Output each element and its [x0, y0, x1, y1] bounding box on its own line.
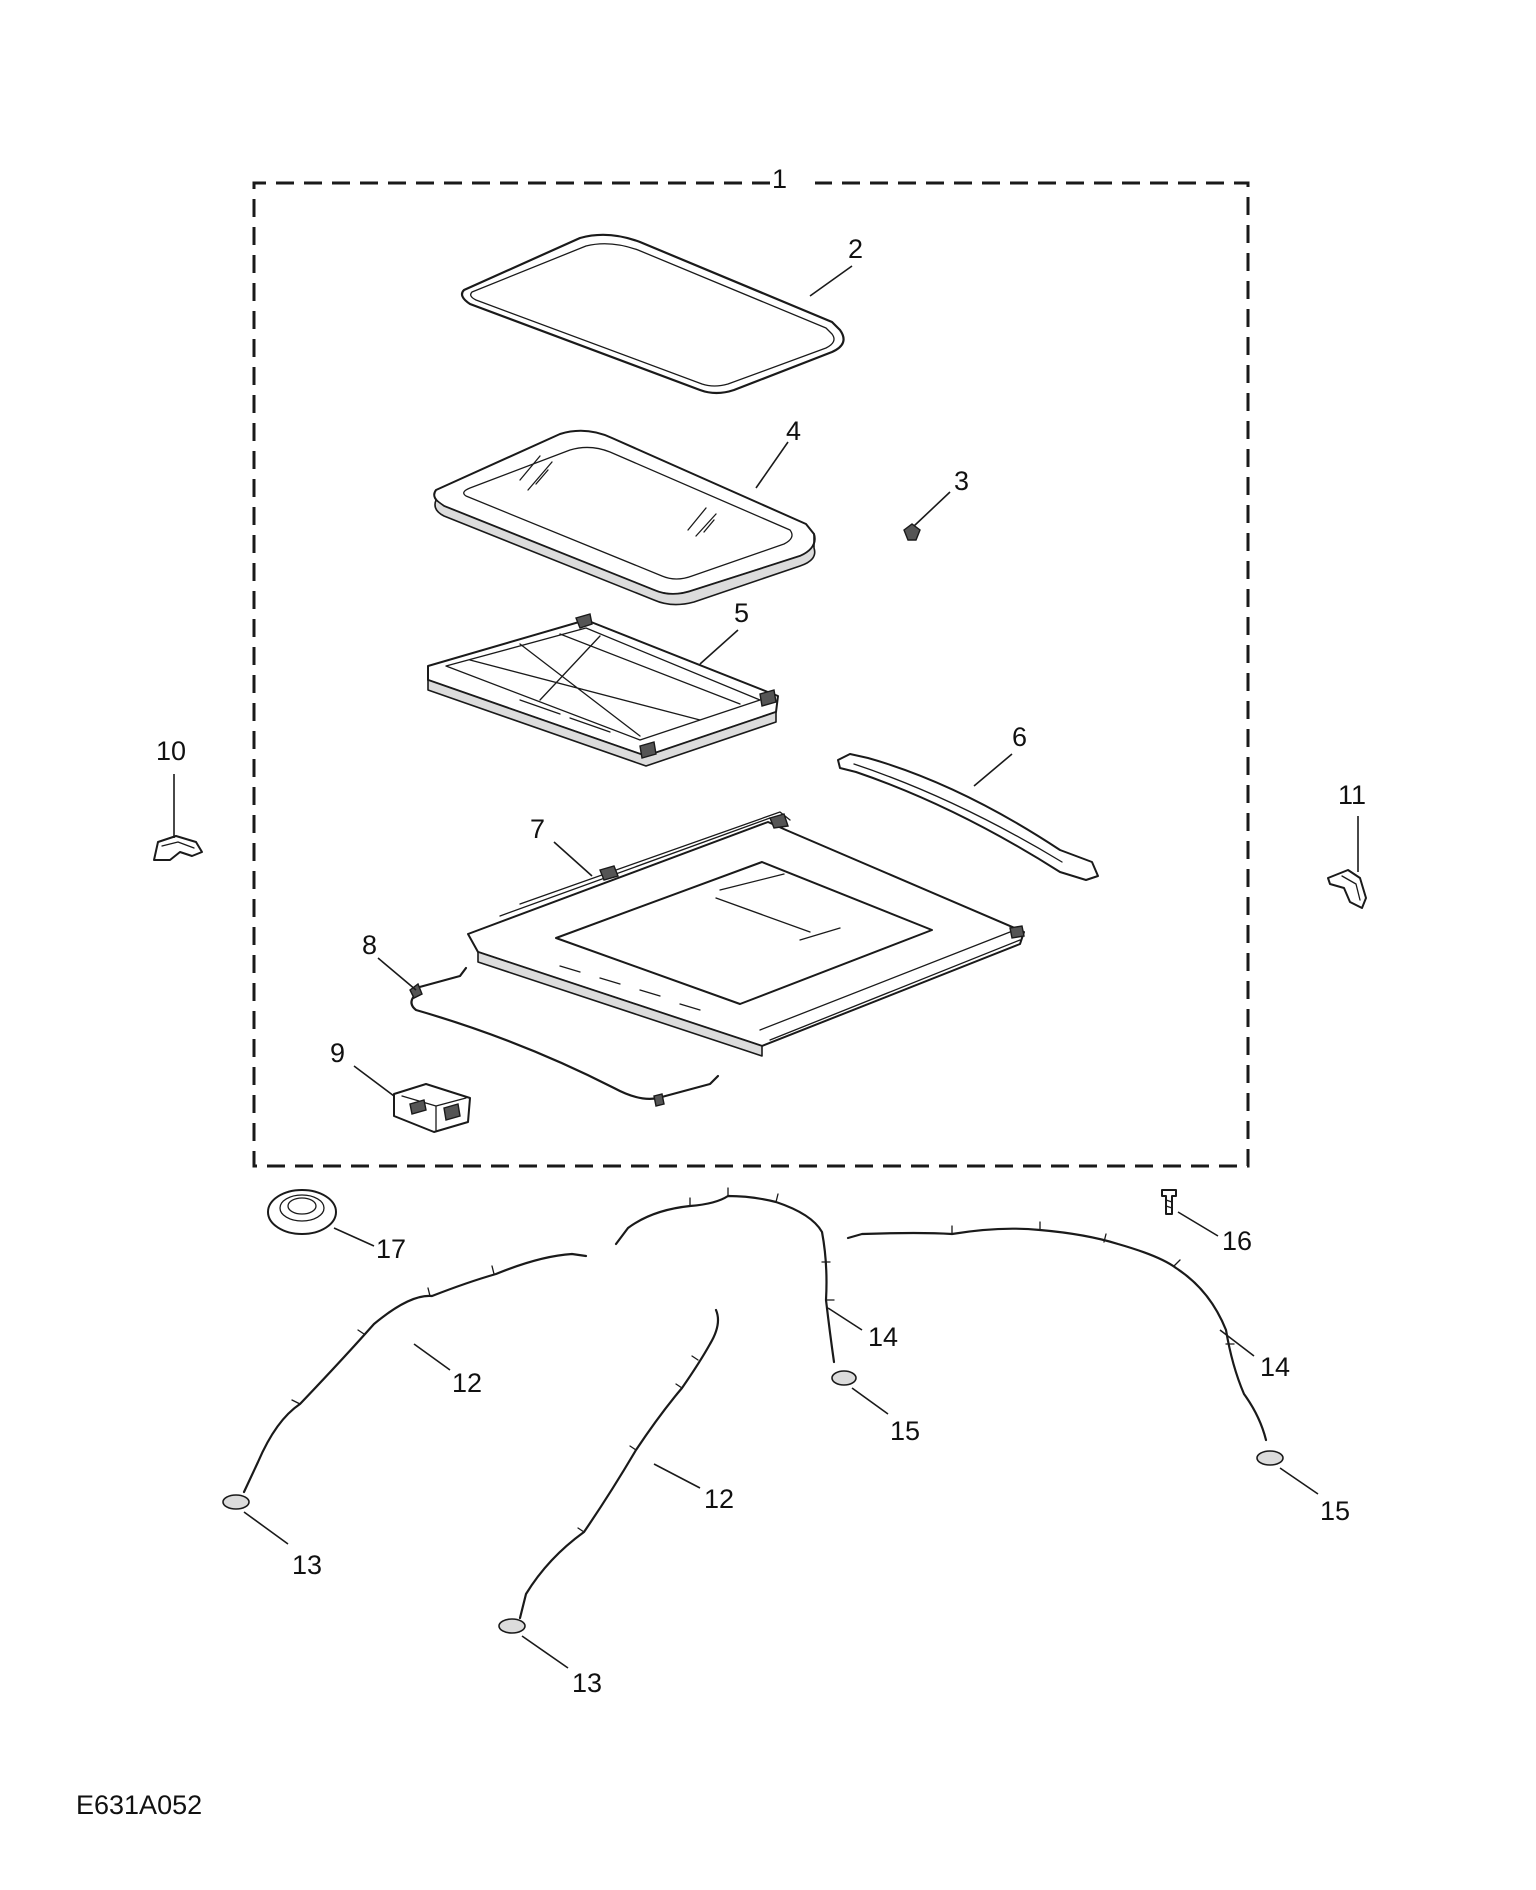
part-14-drain-hose-center — [614, 1187, 863, 1364]
part-10-left-bracket — [153, 774, 203, 861]
callout-14-right: 14 — [1260, 1352, 1290, 1382]
part-13-plug-center — [498, 1618, 569, 1669]
part-16-bolt — [1161, 1189, 1219, 1237]
part-14-drain-hose-right — [846, 1221, 1268, 1442]
callout-8: 8 — [362, 930, 377, 960]
callout-16: 16 — [1222, 1226, 1252, 1256]
callout-9: 9 — [330, 1038, 345, 1068]
callout-13-center: 13 — [572, 1668, 602, 1698]
callout-10: 10 — [156, 736, 186, 766]
part-12-drain-hose-left — [242, 1252, 588, 1494]
callout-5: 5 — [734, 598, 749, 628]
callout-7: 7 — [530, 814, 545, 844]
callout-15-center: 15 — [890, 1416, 920, 1446]
part-17-grommet — [267, 1189, 375, 1247]
callout-15-right: 15 — [1320, 1496, 1350, 1526]
part-13-plug-left — [222, 1494, 289, 1545]
callout-13-left: 13 — [292, 1550, 322, 1580]
callout-2: 2 — [848, 234, 863, 264]
callout-14-center: 14 — [868, 1322, 898, 1352]
part-8-drive-cable — [377, 957, 720, 1107]
part-15-plug-center — [831, 1370, 889, 1415]
part-15-plug-right — [1256, 1450, 1319, 1495]
callout-3: 3 — [954, 466, 969, 496]
callout-12-center: 12 — [704, 1484, 734, 1514]
part-12-drain-hose-center — [518, 1308, 720, 1620]
part-5-sunshade — [427, 613, 779, 767]
part-3-clip — [903, 491, 951, 541]
sunroof-assembly-boundary — [252, 181, 1250, 1168]
callout-labels: 1 2 3 4 5 6 7 8 9 10 11 12 12 13 13 14 1… — [156, 164, 1366, 1698]
part-4-glass-panel — [433, 429, 816, 606]
part-7-sunroof-frame — [467, 811, 1025, 1057]
callout-12-left: 12 — [452, 1368, 482, 1398]
callout-11: 11 — [1338, 780, 1366, 810]
part-2-glass-seal — [460, 233, 853, 395]
callout-1: 1 — [772, 164, 787, 194]
callout-17: 17 — [376, 1234, 406, 1264]
figure-code: E631A052 — [76, 1790, 202, 1820]
callout-4: 4 — [786, 416, 801, 446]
part-11-right-bracket — [1327, 816, 1367, 909]
part-9-motor — [353, 1065, 471, 1133]
callout-6: 6 — [1012, 722, 1027, 752]
part-6-wind-deflector — [837, 753, 1099, 881]
